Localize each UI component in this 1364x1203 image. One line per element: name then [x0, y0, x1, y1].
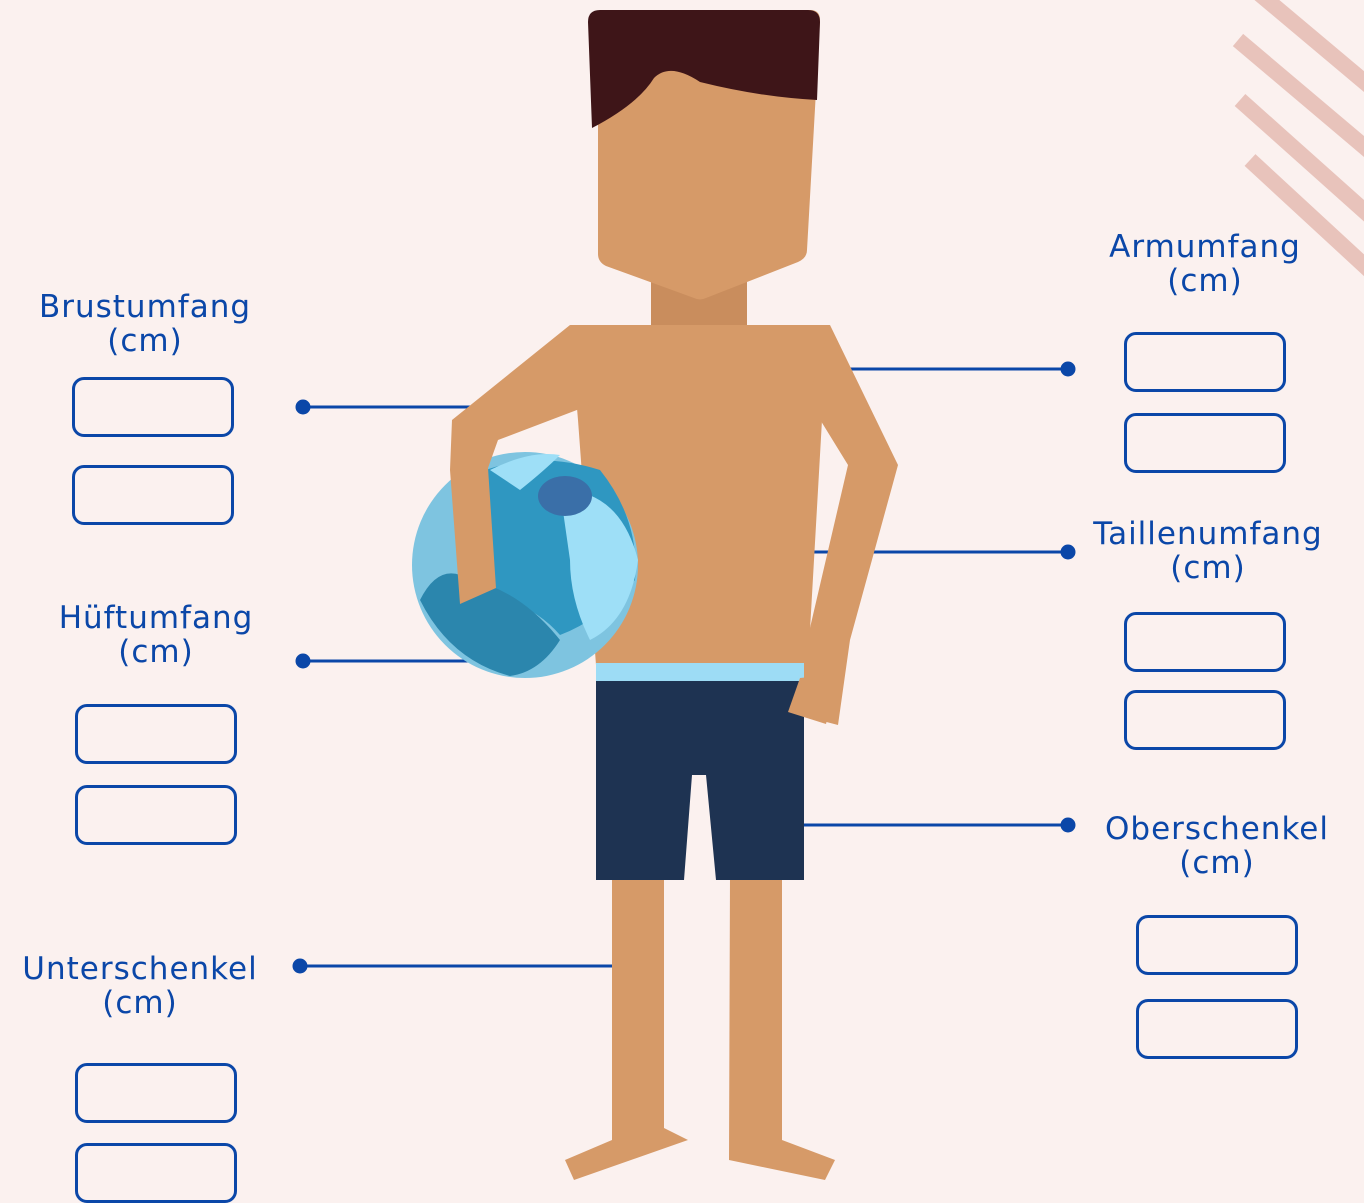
- left-leg: [565, 875, 688, 1180]
- brust-input-2[interactable]: [72, 465, 234, 525]
- label-hueft-name: Hüftumfang: [38, 601, 274, 635]
- label-unterschenkel: Unterschenkel (cm): [6, 952, 274, 1020]
- label-taille-unit: (cm): [1068, 551, 1348, 585]
- connector-oberschenkel-dot: [1062, 819, 1074, 831]
- label-unterschenkel-name: Unterschenkel: [6, 952, 274, 986]
- connector-brust-dot: [297, 401, 309, 413]
- right-leg: [729, 875, 835, 1180]
- label-arm: Armumfang (cm): [1090, 230, 1320, 298]
- label-brust-unit: (cm): [22, 324, 268, 358]
- label-arm-name: Armumfang: [1090, 230, 1320, 264]
- label-unterschenkel-unit: (cm): [6, 986, 274, 1020]
- shorts: [596, 681, 804, 880]
- unterschenkel-input-1[interactable]: [75, 1063, 237, 1123]
- label-oberschenkel-unit: (cm): [1086, 846, 1348, 880]
- taille-input-2[interactable]: [1124, 690, 1286, 750]
- label-hueft-unit: (cm): [38, 635, 274, 669]
- arm-input-1[interactable]: [1124, 332, 1286, 392]
- label-brust-name: Brustumfang: [22, 290, 268, 324]
- taille-input-1[interactable]: [1124, 612, 1286, 672]
- hueft-input-1[interactable]: [75, 704, 237, 764]
- label-taille-name: Taillenumfang: [1068, 517, 1348, 551]
- label-hueft: Hüftumfang (cm): [38, 601, 274, 669]
- connector-unterschenkel-dot: [294, 960, 306, 972]
- waistband: [596, 663, 804, 681]
- label-brust: Brustumfang (cm): [22, 290, 268, 358]
- label-taille: Taillenumfang (cm): [1068, 517, 1348, 585]
- label-arm-unit: (cm): [1090, 264, 1320, 298]
- oberschenkel-input-2[interactable]: [1136, 999, 1298, 1059]
- brust-input-1[interactable]: [72, 377, 234, 437]
- unterschenkel-input-2[interactable]: [75, 1143, 237, 1203]
- connector-hueft-dot: [297, 655, 309, 667]
- connector-arm-dot: [1062, 363, 1074, 375]
- label-oberschenkel-name: Oberschenkel: [1086, 812, 1348, 846]
- beach-ball-icon: [412, 452, 638, 678]
- hueft-input-2[interactable]: [75, 785, 237, 845]
- arm-input-2[interactable]: [1124, 413, 1286, 473]
- label-oberschenkel: Oberschenkel (cm): [1086, 812, 1348, 880]
- oberschenkel-input-1[interactable]: [1136, 915, 1298, 975]
